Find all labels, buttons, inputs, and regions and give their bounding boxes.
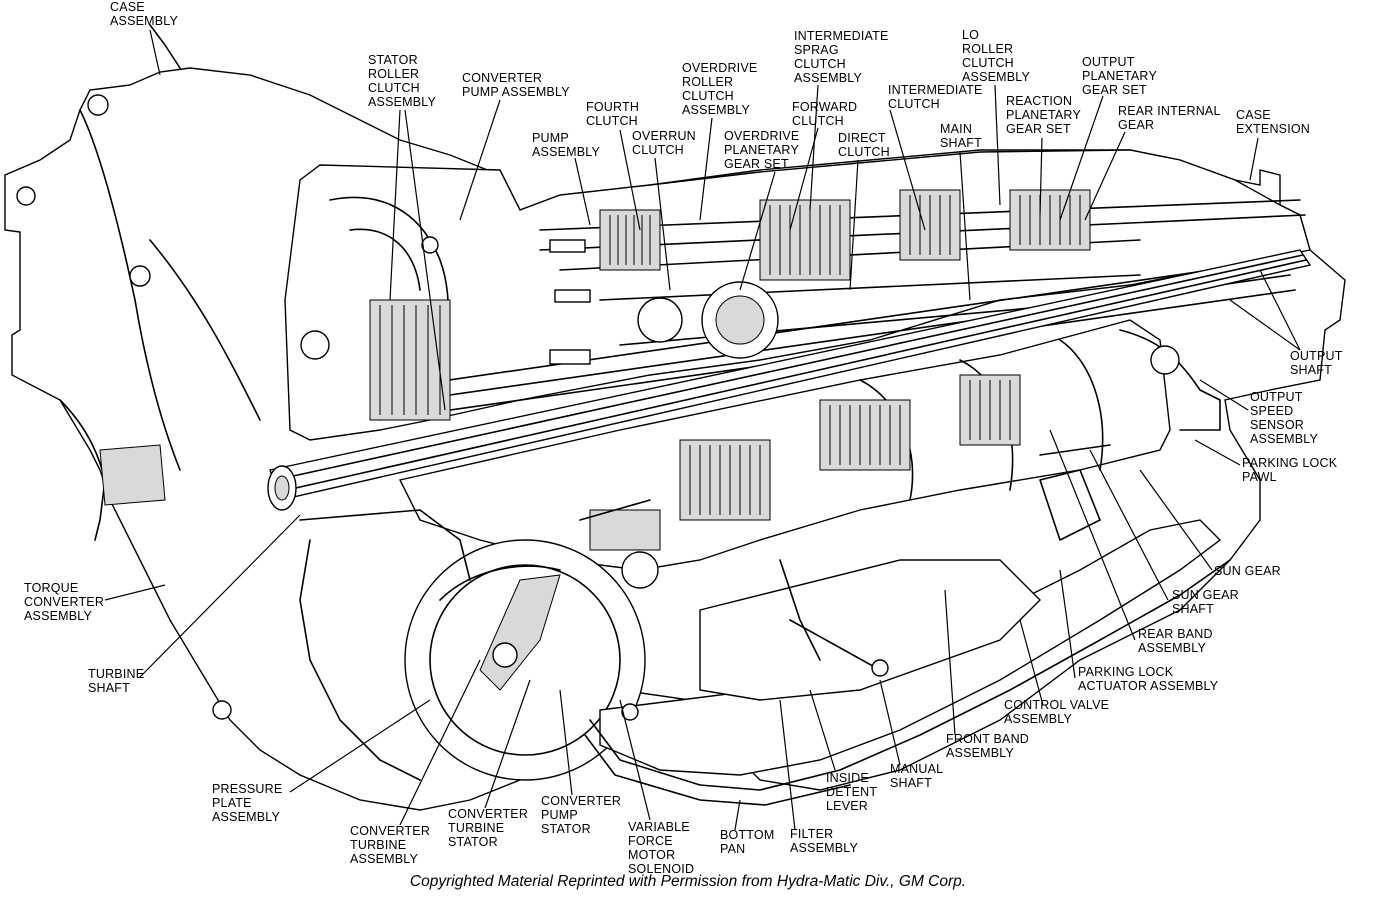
torque-converter-drawing xyxy=(299,509,646,781)
label-filter-assembly: FILTER ASSEMBLY xyxy=(790,827,859,855)
label-case-extension: CASE EXTENSION xyxy=(1236,108,1311,136)
label-pressure-plate-assembly: PRESSURE PLATE ASSEMBLY xyxy=(212,782,283,824)
label-parking-lock-pawl: PARKING LOCK PAWL xyxy=(1242,456,1338,484)
label-overdrive-planetary: OVERDRIVE PLANETARY GEAR SET xyxy=(724,129,800,171)
label-forward-clutch: FORWARD CLUTCH xyxy=(792,100,858,128)
label-intermediate-clutch: INTERMEDIATE CLUTCH xyxy=(888,83,983,111)
label-intermediate-sprag: INTERMEDIATE SPRAG CLUTCH ASSEMBLY xyxy=(794,29,889,85)
valve-body-and-pan xyxy=(579,444,1231,806)
leader-lines xyxy=(104,29,1301,831)
label-parking-lock-actuator: PARKING LOCK ACTUATOR ASSEMBLY xyxy=(1078,665,1219,693)
label-converter-turbine-stator: CONVERTER TURBINE STATOR xyxy=(448,807,529,849)
label-overrun-clutch: OVERRUN CLUTCH xyxy=(632,129,696,157)
label-rear-internal-gear: REAR INTERNAL GEAR xyxy=(1118,104,1221,132)
main-shaft-drawing xyxy=(267,249,1312,511)
label-inside-detent-lever: INSIDE DETENT LEVER xyxy=(826,771,878,813)
label-stator-roller-clutch: STATOR ROLLER CLUTCH ASSEMBLY xyxy=(368,53,437,109)
label-variable-force-motor-solenoid: VARIABLE FORCE MOTOR SOLENOID xyxy=(628,820,695,876)
label-overdrive-roller-clutch: OVERDRIVE ROLLER CLUTCH ASSEMBLY xyxy=(682,61,758,117)
label-fourth-clutch: FOURTH CLUTCH xyxy=(586,100,640,128)
label-output-speed-sensor: OUTPUT SPEED SENSOR ASSEMBLY xyxy=(1250,390,1319,446)
label-lo-roller-clutch: LO ROLLER CLUTCH ASSEMBLY xyxy=(962,28,1031,84)
label-sun-gear-shaft: SUN GEAR SHAFT xyxy=(1172,588,1239,616)
label-direct-clutch: DIRECT CLUTCH xyxy=(838,131,890,159)
label-case-assembly: CASE ASSEMBLY xyxy=(110,0,179,28)
label-pump-assembly: PUMP ASSEMBLY xyxy=(532,131,601,159)
label-converter-turbine-assembly: CONVERTER TURBINE ASSEMBLY xyxy=(350,824,431,866)
label-sun-gear: SUN GEAR xyxy=(1214,564,1281,578)
label-bottom-pan: BOTTOM PAN xyxy=(720,828,775,856)
label-control-valve-assembly: CONTROL VALVE ASSEMBLY xyxy=(1004,698,1110,726)
label-torque-converter-assembly: TORQUE CONVERTER ASSEMBLY xyxy=(24,581,105,623)
label-converter-pump-assembly: CONVERTER PUMP ASSEMBLY xyxy=(462,71,570,99)
label-converter-pump-stator: CONVERTER PUMP STATOR xyxy=(541,794,622,836)
label-main-shaft: MAIN SHAFT xyxy=(940,122,982,150)
label-manual-shaft: MANUAL SHAFT xyxy=(890,762,944,790)
label-output-shaft: OUTPUT SHAFT xyxy=(1290,349,1343,377)
main-case-cutaway xyxy=(284,149,1311,441)
copyright-caption: Copyrighted Material Reprinted with Perm… xyxy=(409,873,967,890)
label-turbine-shaft: TURBINE SHAFT xyxy=(88,667,145,695)
label-output-planetary: OUTPUT PLANETARY GEAR SET xyxy=(1082,55,1157,97)
label-reaction-planetary: REACTION PLANETARY GEAR SET xyxy=(1006,94,1081,136)
label-front-band-assembly: FRONT BAND ASSEMBLY xyxy=(946,732,1030,760)
lower-cutaway xyxy=(398,319,1221,571)
label-rear-band-assembly: REAR BAND ASSEMBLY xyxy=(1138,627,1213,655)
